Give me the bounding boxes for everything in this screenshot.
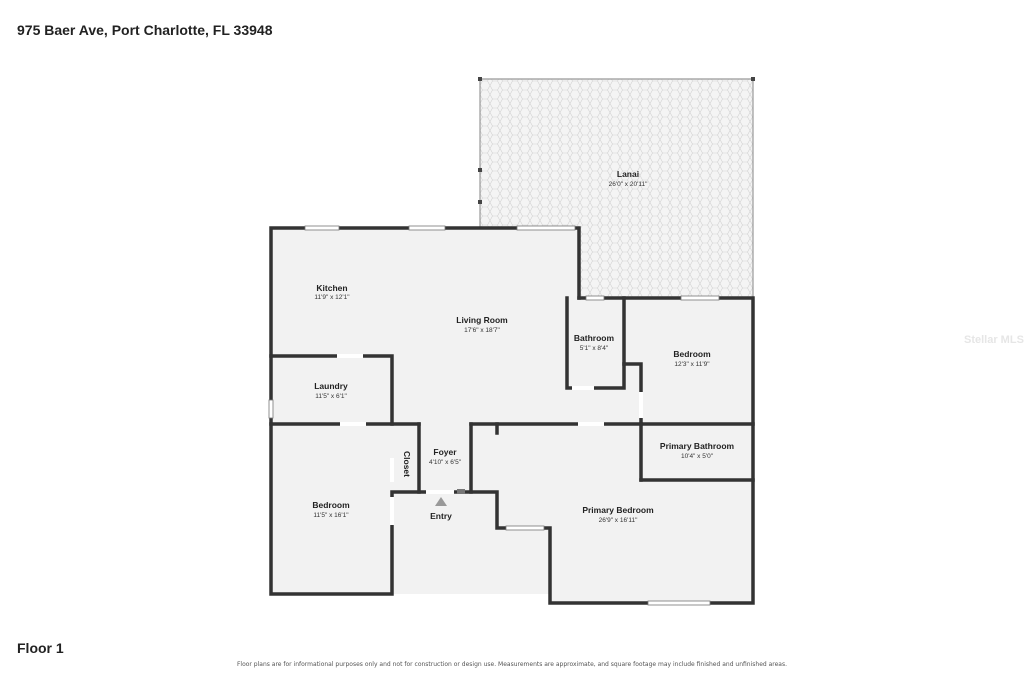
room-name-closet: Closet [402, 451, 412, 477]
walls [269, 226, 755, 605]
lanai-screen-posts [478, 77, 755, 204]
entry-door-threshold [457, 489, 465, 494]
entry-arrow-icon [435, 497, 447, 506]
room-dims-kitchen: 11'9" x 12'1" [314, 294, 350, 301]
interior-floor [271, 228, 753, 603]
watermark-logo: Stellar MLS [964, 334, 1024, 346]
room-name-bathroom: Bathroom [574, 333, 615, 343]
windows [268, 225, 720, 606]
room-name-lanai: Lanai [617, 169, 639, 179]
room-dims-foyer: 4'10" x 6'5" [429, 459, 462, 466]
entry-label: Entry [430, 511, 452, 521]
room-name-primary-bathroom: Primary Bathroom [660, 441, 735, 451]
room-name-bedroom-left: Bedroom [312, 500, 350, 510]
door-openings [337, 354, 643, 525]
room-name-laundry: Laundry [314, 381, 348, 391]
room-name-foyer: Foyer [433, 447, 457, 457]
room-dims-bedroom-right: 12'3" x 11'9" [674, 361, 710, 368]
room-dims-living-room: 17'6" x 18'7" [464, 327, 500, 334]
address-title: 975 Baer Ave, Port Charlotte, FL 33948 [17, 22, 273, 38]
room-dims-lanai: 26'0" x 20'11" [609, 181, 648, 188]
room-name-bedroom-right: Bedroom [673, 349, 711, 359]
floor-label: Floor 1 [17, 640, 64, 656]
disclaimer-text: Floor plans are for informational purpos… [236, 661, 788, 668]
room-dims-bathroom: 5'1" x 8'4" [580, 345, 609, 352]
room-dims-primary-bathroom: 10'4" x 5'0" [681, 453, 714, 460]
room-dims-primary-bedroom: 26'9" x 16'11" [599, 517, 638, 524]
room-name-kitchen: Kitchen [316, 283, 347, 293]
room-name-primary-bedroom: Primary Bedroom [582, 505, 654, 515]
room-name-living-room: Living Room [456, 315, 508, 325]
room-dims-bedroom-left: 11'5" x 16'1" [313, 512, 349, 519]
room-dims-laundry: 11'5" x 6'1" [315, 393, 347, 400]
